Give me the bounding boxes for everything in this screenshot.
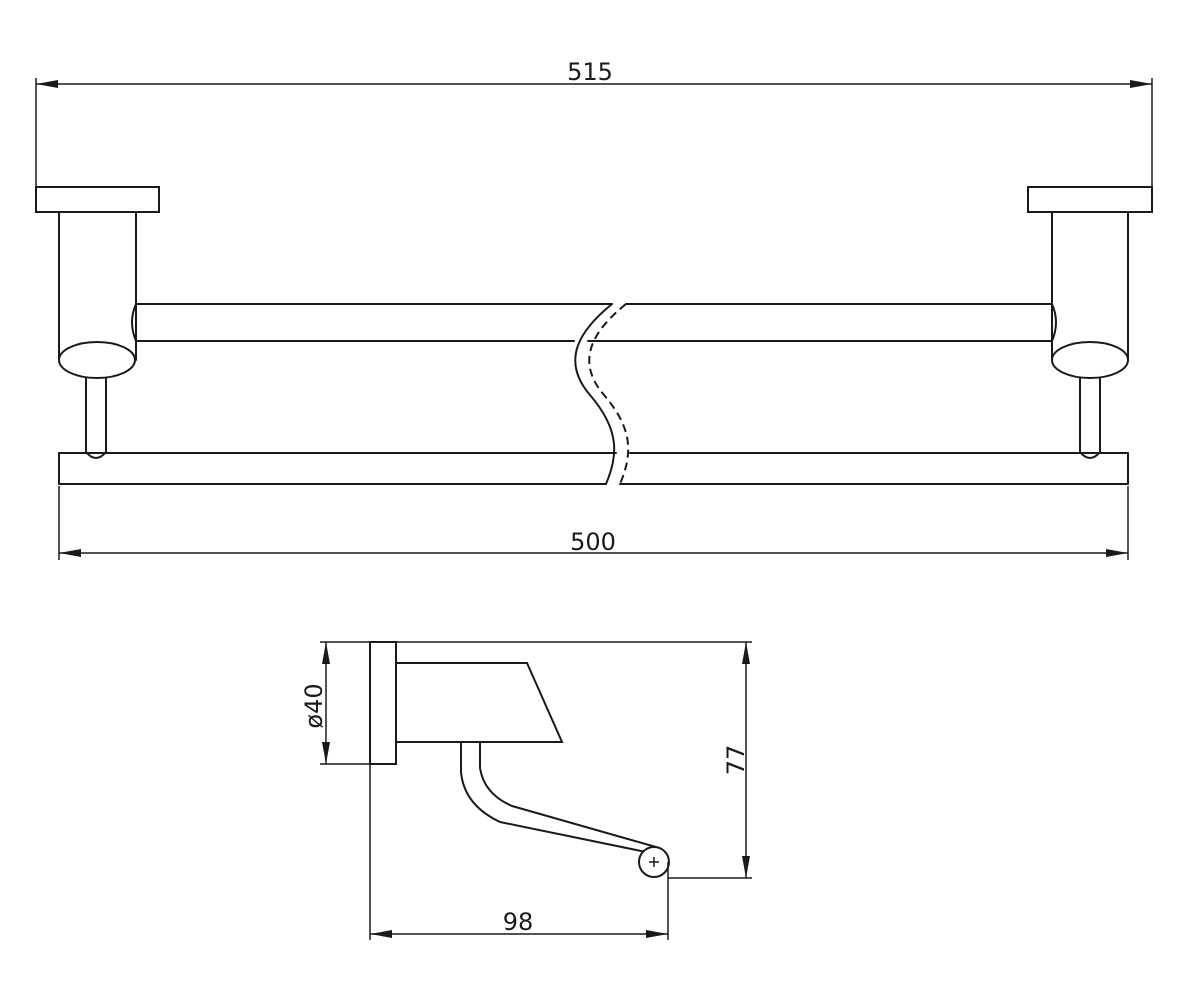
right-post-base — [1051, 341, 1129, 379]
front-view: 515 — [35, 58, 1153, 560]
holder-rod — [460, 741, 657, 853]
dimension-bar-length: 500 — [58, 486, 1129, 560]
left-post — [58, 211, 137, 361]
bar-length-label: 500 — [570, 528, 616, 556]
diameter-label: ø40 — [300, 683, 328, 728]
holder-arm — [395, 662, 564, 743]
dimension-height: 77 — [396, 641, 752, 879]
left-rod — [85, 373, 107, 459]
dimension-diameter: ø40 — [300, 641, 370, 765]
overall-width-label: 515 — [567, 58, 613, 86]
dimension-overall-width: 515 — [35, 58, 1153, 188]
right-wall-flange — [1027, 186, 1153, 213]
upper-bar — [131, 303, 1057, 342]
left-wall-flange — [35, 186, 160, 213]
height-label: 77 — [722, 745, 750, 776]
left-post-base — [58, 341, 136, 379]
break-symbol — [574, 303, 630, 485]
dimension-depth: 98 — [369, 764, 669, 940]
right-rod — [1079, 373, 1101, 459]
right-post — [1051, 211, 1129, 361]
side-view: ø40 77 98 — [300, 641, 752, 940]
lower-bar — [58, 452, 1129, 485]
depth-label: 98 — [503, 908, 534, 936]
rod-end-cap — [638, 846, 670, 878]
wall-plate — [369, 641, 397, 765]
